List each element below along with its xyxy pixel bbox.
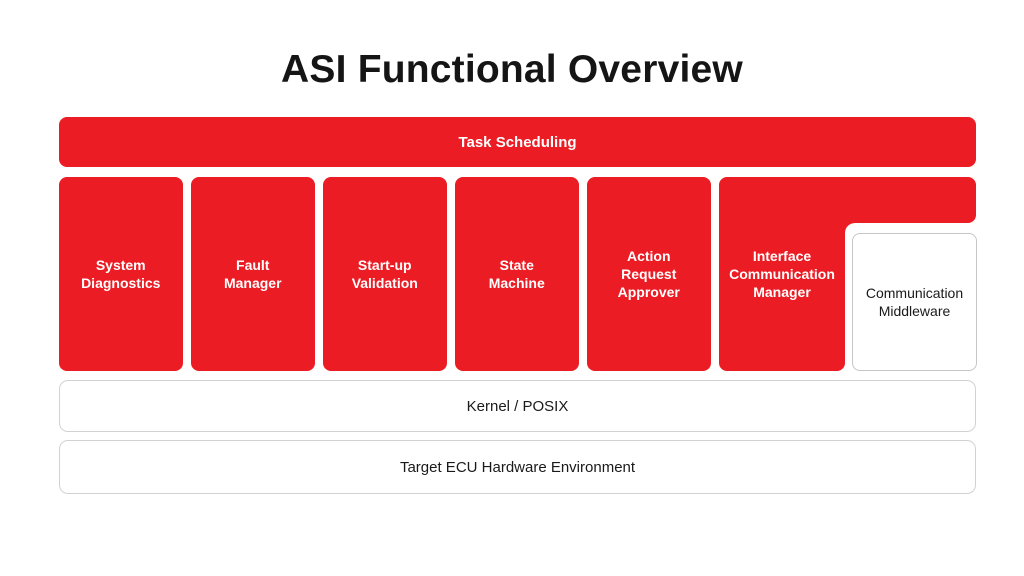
block-kernel-posix-label: Kernel / POSIX (466, 397, 569, 415)
block-system-diagnostics: System Diagnostics (59, 177, 183, 371)
block-system-diagnostics-label: System Diagnostics (81, 257, 161, 291)
block-interface-communication-manager: Interface Communication Manager Communic… (719, 177, 977, 371)
block-state-machine: State Machine (455, 177, 579, 371)
block-startup-validation: Start-up Validation (323, 177, 447, 371)
l-shape-path (719, 177, 976, 371)
block-target-ecu-hardware-label: Target ECU Hardware Environment (399, 458, 636, 476)
block-task-scheduling: Task Scheduling (59, 117, 976, 167)
functional-diagram: Task Scheduling System Diagnostics Fault… (59, 117, 977, 494)
block-communication-middleware-label: Communication Middleware (865, 285, 964, 319)
block-fault-manager-label: Fault Manager (223, 257, 282, 291)
block-kernel-posix: Kernel / POSIX (59, 380, 976, 432)
block-state-machine-label: State Machine (488, 257, 545, 291)
block-target-ecu-hardware: Target ECU Hardware Environment (59, 440, 976, 494)
block-fault-manager: Fault Manager (191, 177, 315, 371)
page-title: ASI Functional Overview (281, 48, 743, 91)
l-shape-graphic (719, 177, 976, 371)
block-startup-validation-label: Start-up Validation (351, 257, 418, 291)
block-action-request-approver-label: Action Request Approver (617, 248, 680, 300)
block-communication-middleware: Communication Middleware (852, 233, 977, 371)
module-row: System Diagnostics Fault Manager Start-u… (59, 177, 977, 371)
block-interface-communication-manager-label: Interface Communication Manager (729, 248, 835, 300)
block-task-scheduling-label: Task Scheduling (458, 133, 577, 151)
block-action-request-approver: Action Request Approver (587, 177, 711, 371)
